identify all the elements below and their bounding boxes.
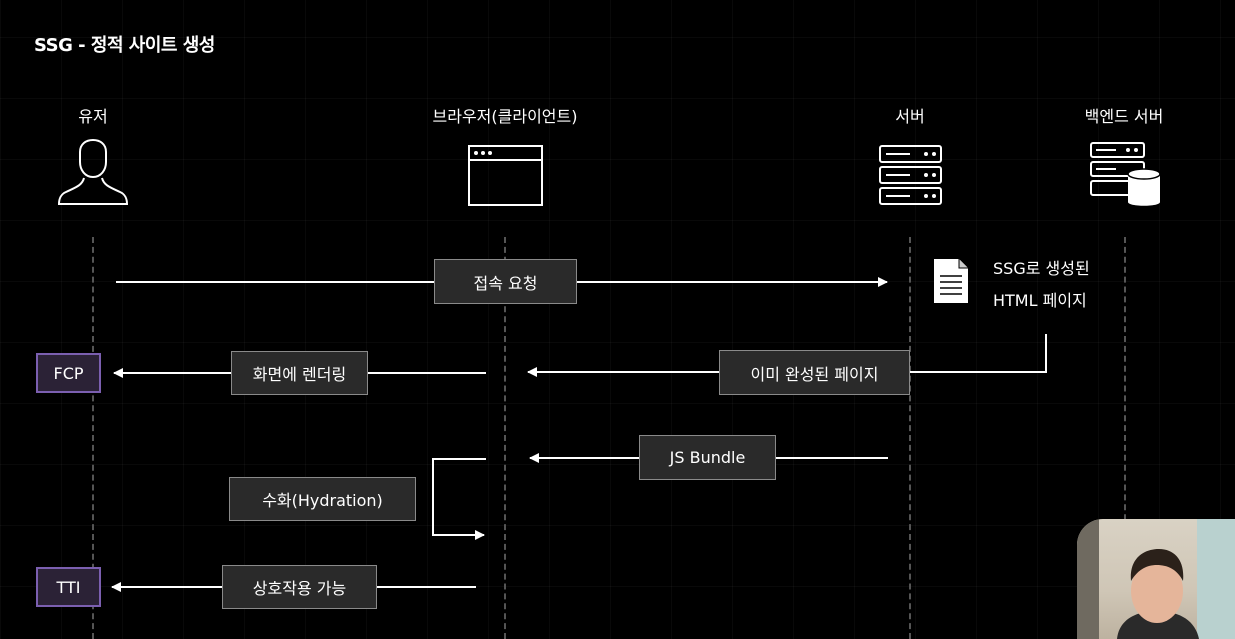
browser-window-icon	[468, 145, 543, 206]
actor-label-user: 유저	[78, 107, 108, 126]
ssg-note-line2: HTML 페이지	[993, 291, 1087, 310]
message-completed-page: 이미 완성된 페이지	[719, 350, 910, 395]
metric-fcp: FCP	[36, 353, 101, 393]
ssg-html-note: SSG로 생성된 HTML 페이지	[993, 253, 1090, 317]
message-hydration: 수화(Hydration)	[229, 477, 416, 521]
document-icon	[934, 259, 968, 303]
message-interactive: 상호작용 가능	[222, 565, 377, 609]
lifeline-user	[92, 237, 94, 639]
presenter-webcam	[1077, 519, 1235, 639]
arrow-hydration-loop	[432, 458, 486, 540]
user-icon	[57, 138, 129, 205]
message-request: 접속 요청	[434, 259, 577, 304]
actor-label-server: 서버	[895, 107, 925, 126]
actor-label-backend: 백엔드 서버	[1084, 107, 1164, 126]
metric-tti: TTI	[36, 567, 101, 607]
lifeline-browser	[504, 237, 506, 639]
backend-database-icon	[1090, 142, 1161, 206]
message-js-bundle: JS Bundle	[639, 435, 776, 480]
server-rack-icon	[879, 145, 942, 205]
actor-label-browser: 브라우저(클라이언트)	[432, 107, 578, 126]
arrow-completed-page	[527, 334, 1047, 377]
lifeline-backend	[1124, 237, 1126, 639]
ssg-note-line1: SSG로 생성된	[993, 259, 1090, 278]
page-title: SSG - 정적 사이트 생성	[34, 35, 215, 56]
lifeline-server	[909, 237, 911, 639]
message-render: 화면에 렌더링	[231, 351, 368, 395]
presenter-figure	[1077, 519, 1235, 639]
